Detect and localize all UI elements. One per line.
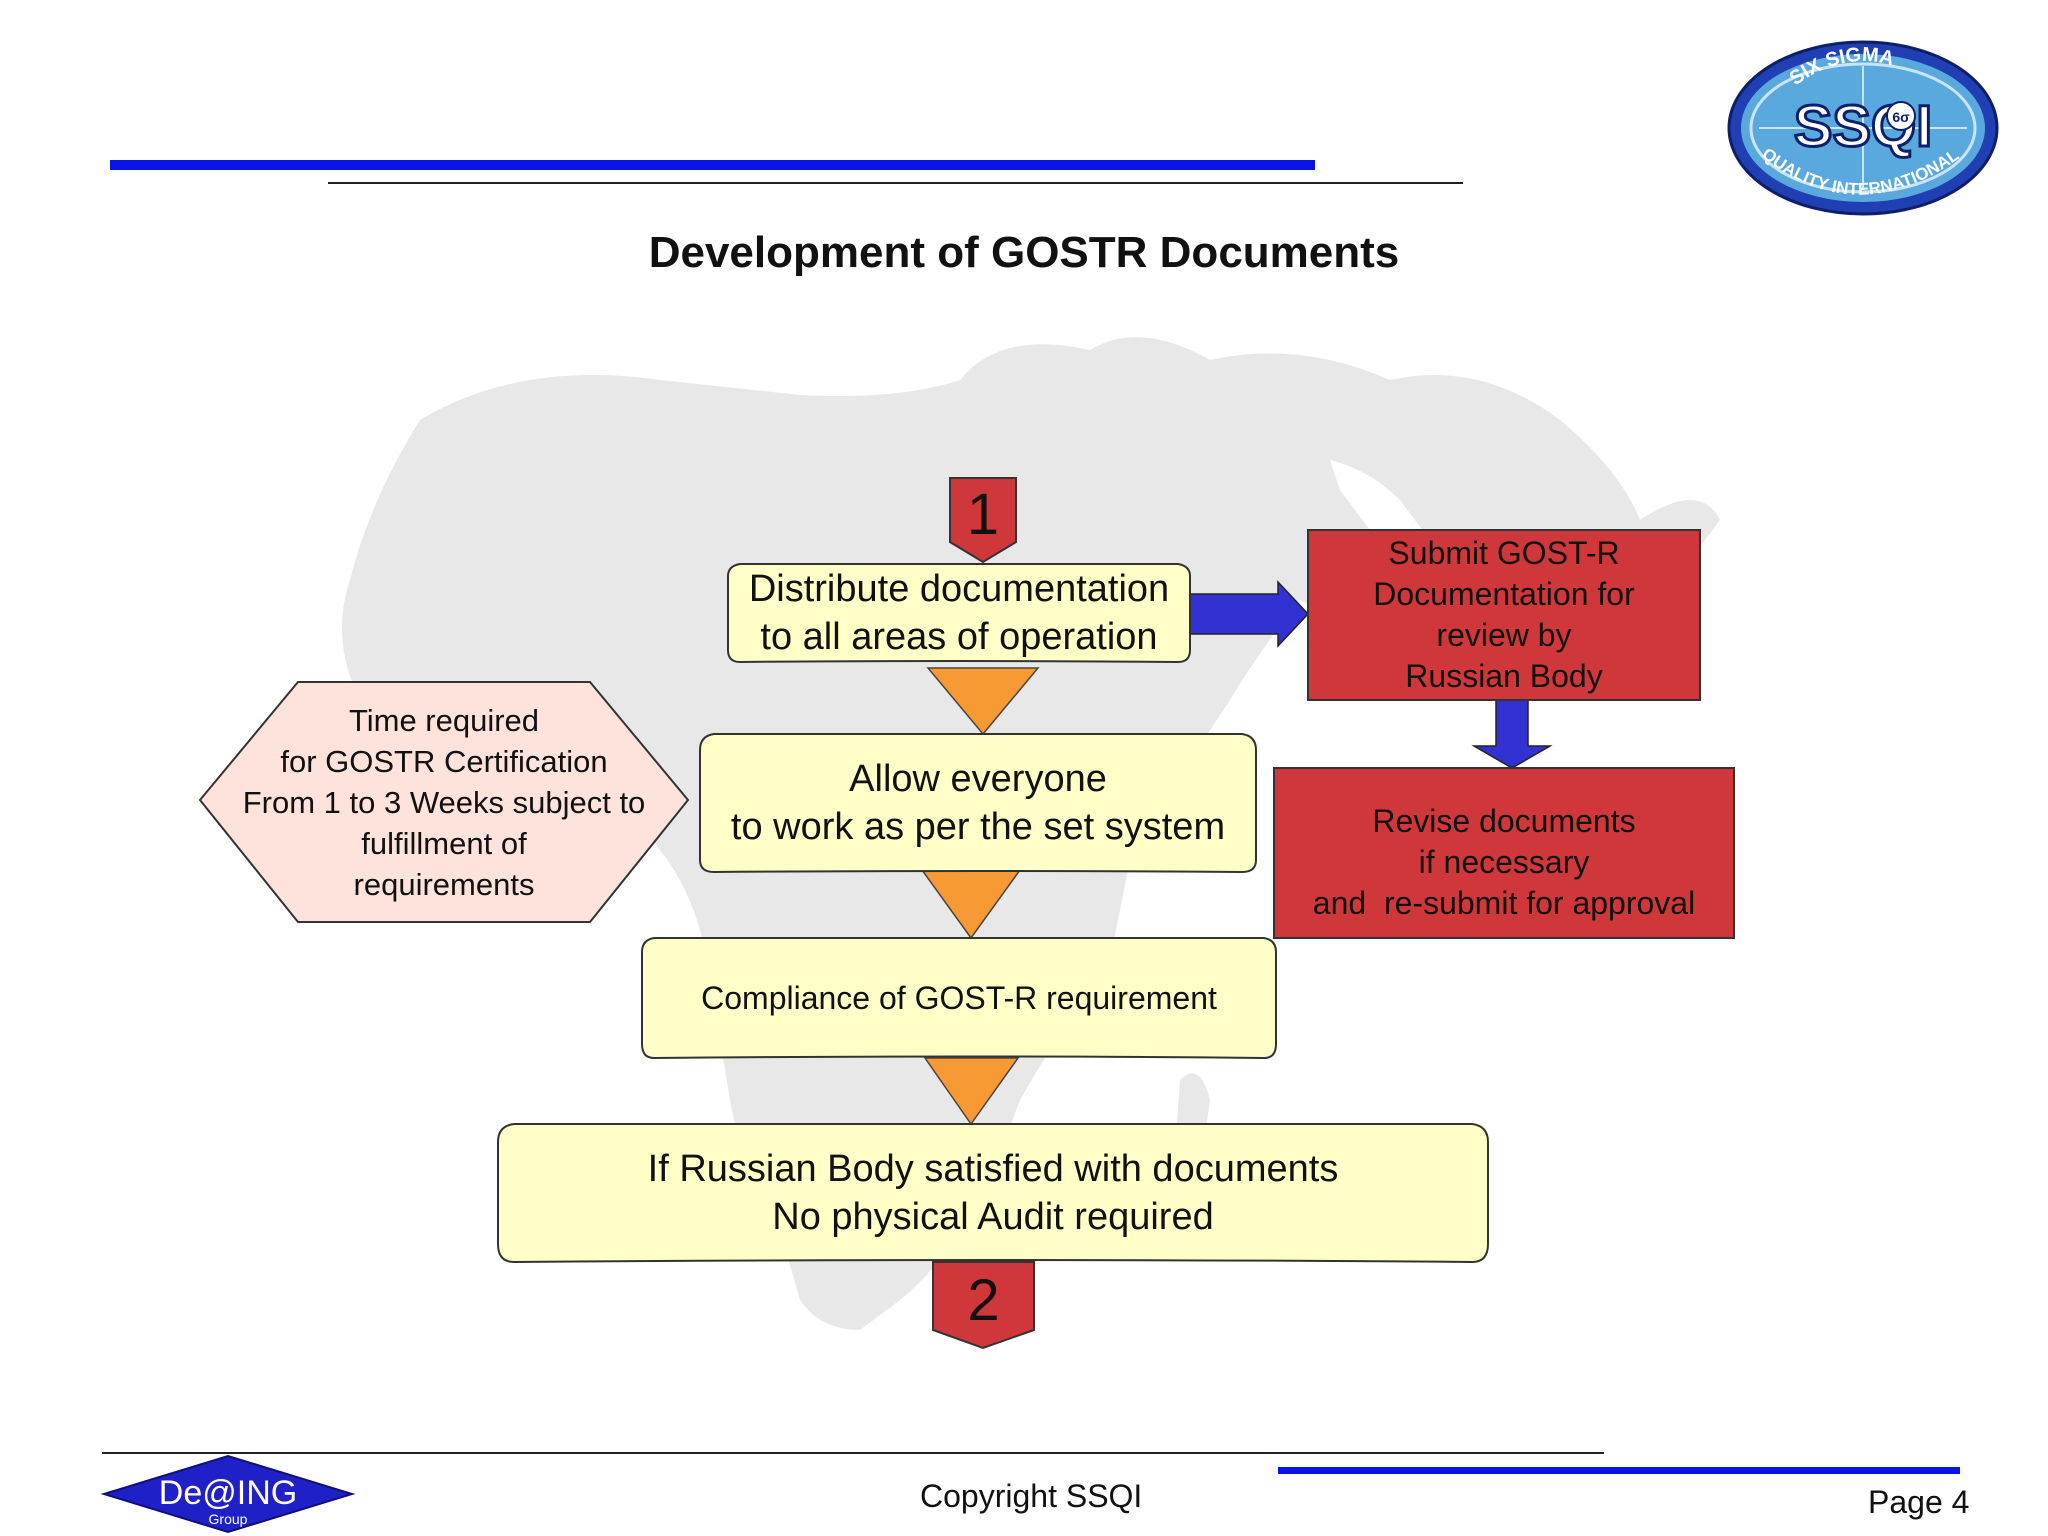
- time-note-hexagon: [198, 681, 690, 923]
- step-box-3: [641, 937, 1277, 1060]
- revise-box-text: Revise documents if necessary and re-sub…: [1312, 802, 1696, 921]
- step-3-text: Compliance of GOST-R requirement: [701, 979, 1217, 1016]
- time-note-text: Time required for GOSTR Certification Fr…: [242, 702, 646, 902]
- step-box-4: [497, 1123, 1489, 1264]
- start-marker-label: 1: [966, 481, 1000, 547]
- end-marker-label: 2: [967, 1267, 1000, 1333]
- footer-blue-rule: [1278, 1467, 1960, 1474]
- step-box-2: [699, 733, 1257, 874]
- revise-box: [1273, 767, 1735, 939]
- step-1-text: Distribute documentation to all areas of…: [748, 568, 1170, 658]
- side-down-arrow: [1471, 699, 1553, 769]
- step-4-text: If Russian Body satisfied with documents…: [647, 1148, 1339, 1238]
- step-2-text: Allow everyone to work as per the set sy…: [730, 758, 1226, 848]
- deming-group-logo: De@ING Group: [100, 1454, 356, 1534]
- logo-symbol: 6σ: [1892, 109, 1910, 125]
- down-arrow-1: [926, 667, 1040, 736]
- deming-logo-subtext: Group: [209, 1511, 248, 1527]
- submit-box: [1307, 529, 1701, 701]
- step-box-1: [727, 563, 1191, 664]
- header-thin-rule: [328, 182, 1463, 184]
- start-marker: [949, 477, 1017, 564]
- submit-box-text: Submit GOST-R Documentation for review b…: [1373, 535, 1635, 694]
- footer-copyright: Copyright SSQI: [920, 1478, 1143, 1514]
- right-arrow: [1189, 580, 1310, 648]
- header-blue-rule: [110, 160, 1315, 170]
- page-title: Development of GOSTR Documents: [648, 228, 1400, 277]
- footer-thin-rule: [102, 1452, 1604, 1454]
- down-arrow-3: [923, 1057, 1020, 1126]
- end-marker: [932, 1261, 1035, 1350]
- ssqi-logo: SIX SIGMA SSQI 6σ QUALITY INTERNATIONAL: [1727, 40, 1999, 216]
- footer-page-number: Page 4: [1868, 1484, 1970, 1520]
- deming-logo-text: De@ING: [159, 1474, 297, 1512]
